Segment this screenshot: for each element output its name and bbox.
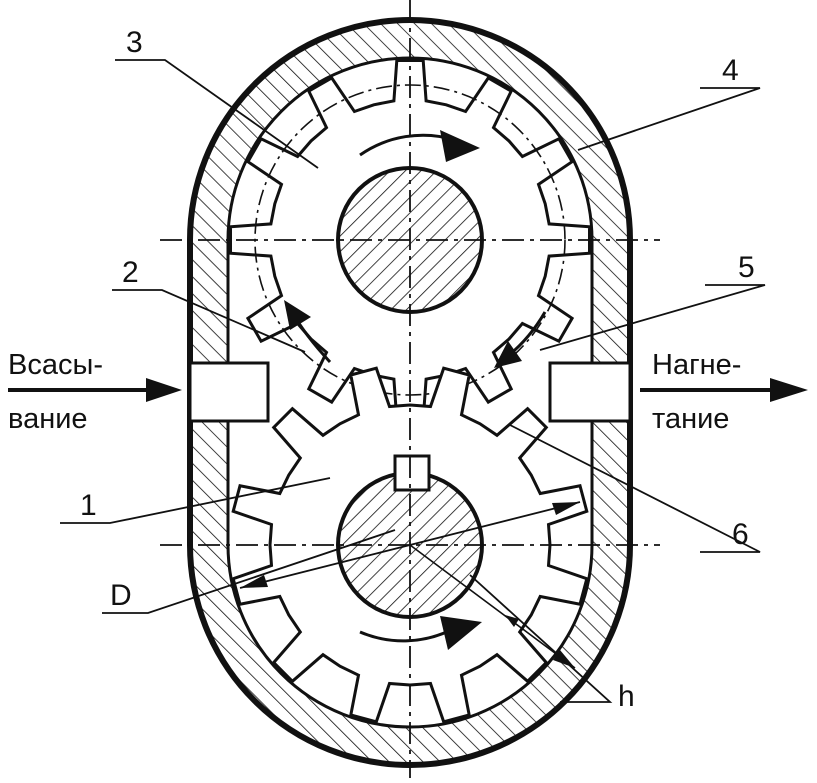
outlet-arrow [640, 378, 808, 402]
label-part-3: 3 [126, 26, 143, 59]
label-diameter: D [110, 579, 132, 612]
inlet-arrow [8, 378, 182, 402]
label-clearance: h [618, 680, 635, 713]
outlet-port [548, 361, 632, 423]
inlet-port [188, 361, 270, 423]
inlet-label-line1: Всасы- [8, 349, 103, 381]
label-part-6: 6 [732, 518, 749, 551]
rotation-arrow-top [359, 130, 480, 162]
key [393, 454, 431, 492]
outlet-label-line2: тание [652, 403, 729, 435]
label-part-5: 5 [738, 251, 755, 284]
label-part-1: 1 [80, 489, 97, 522]
leader-lines [60, 59, 766, 703]
label-part-2: 2 [122, 256, 139, 289]
outlet-label-line1: Нагне- [652, 349, 741, 381]
label-part-4: 4 [722, 54, 739, 87]
inlet-label-line2: вание [8, 403, 88, 435]
flow-arrow-right [494, 311, 547, 368]
flow-arrow-left [284, 300, 332, 364]
rotation-arrow-bottom [359, 616, 482, 650]
